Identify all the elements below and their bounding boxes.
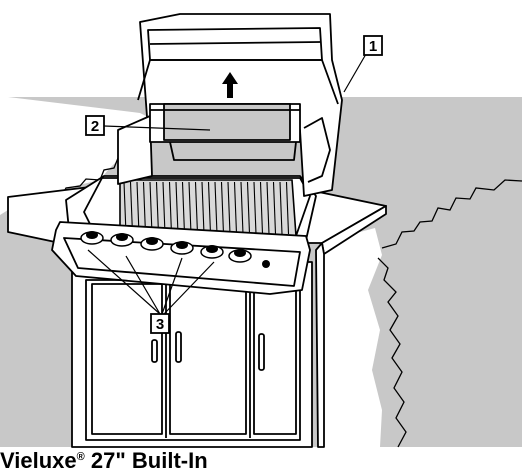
callout-1: 1 xyxy=(363,35,383,56)
grate-bar xyxy=(259,181,264,235)
ignition-button xyxy=(262,260,270,268)
grate-bar xyxy=(162,181,166,235)
grate-bar xyxy=(194,181,199,235)
callout-3-label: 3 xyxy=(156,316,164,333)
callout-1-label: 1 xyxy=(369,38,377,55)
grate-bar xyxy=(136,181,140,235)
warming-rack xyxy=(149,103,301,161)
control-knob xyxy=(110,233,134,247)
control-knob xyxy=(200,245,224,259)
grate-bar xyxy=(266,181,270,235)
control-knob xyxy=(228,249,252,263)
caption-brand: Vieluxe xyxy=(0,448,77,473)
grate-bar xyxy=(279,181,283,235)
grate-bar xyxy=(168,181,173,235)
control-knob xyxy=(80,231,104,245)
leader-lines xyxy=(87,53,367,315)
grate-bar xyxy=(207,181,212,235)
grate-bar xyxy=(201,181,205,235)
grate-bar xyxy=(214,181,218,235)
grate-bar xyxy=(233,181,238,235)
control-knob xyxy=(170,241,194,255)
callout-2: 2 xyxy=(85,115,105,136)
grate-bar xyxy=(227,181,231,235)
grate-bar xyxy=(155,181,160,235)
knob-row xyxy=(80,231,270,268)
grate-bar xyxy=(240,181,244,235)
grate-bar xyxy=(285,181,290,235)
caption-model: 27" Built-In xyxy=(90,448,208,473)
lift-arrow xyxy=(222,72,238,98)
grate-bar xyxy=(220,181,225,235)
control-knob xyxy=(140,237,164,251)
callout-3: 3 xyxy=(150,313,170,334)
grate-bar xyxy=(149,181,153,235)
figure-caption: Vieluxe® 27" Built-In xyxy=(0,448,208,473)
grate-bar xyxy=(188,181,192,235)
grate-bar xyxy=(246,181,251,235)
caption-registered-mark: ® xyxy=(76,451,85,463)
grate-bar xyxy=(272,181,277,235)
grate-bar xyxy=(253,181,257,235)
callout-2-label: 2 xyxy=(91,118,99,135)
grate-bar xyxy=(175,181,179,235)
grate-bar xyxy=(181,181,186,235)
grate-bar xyxy=(142,181,147,235)
